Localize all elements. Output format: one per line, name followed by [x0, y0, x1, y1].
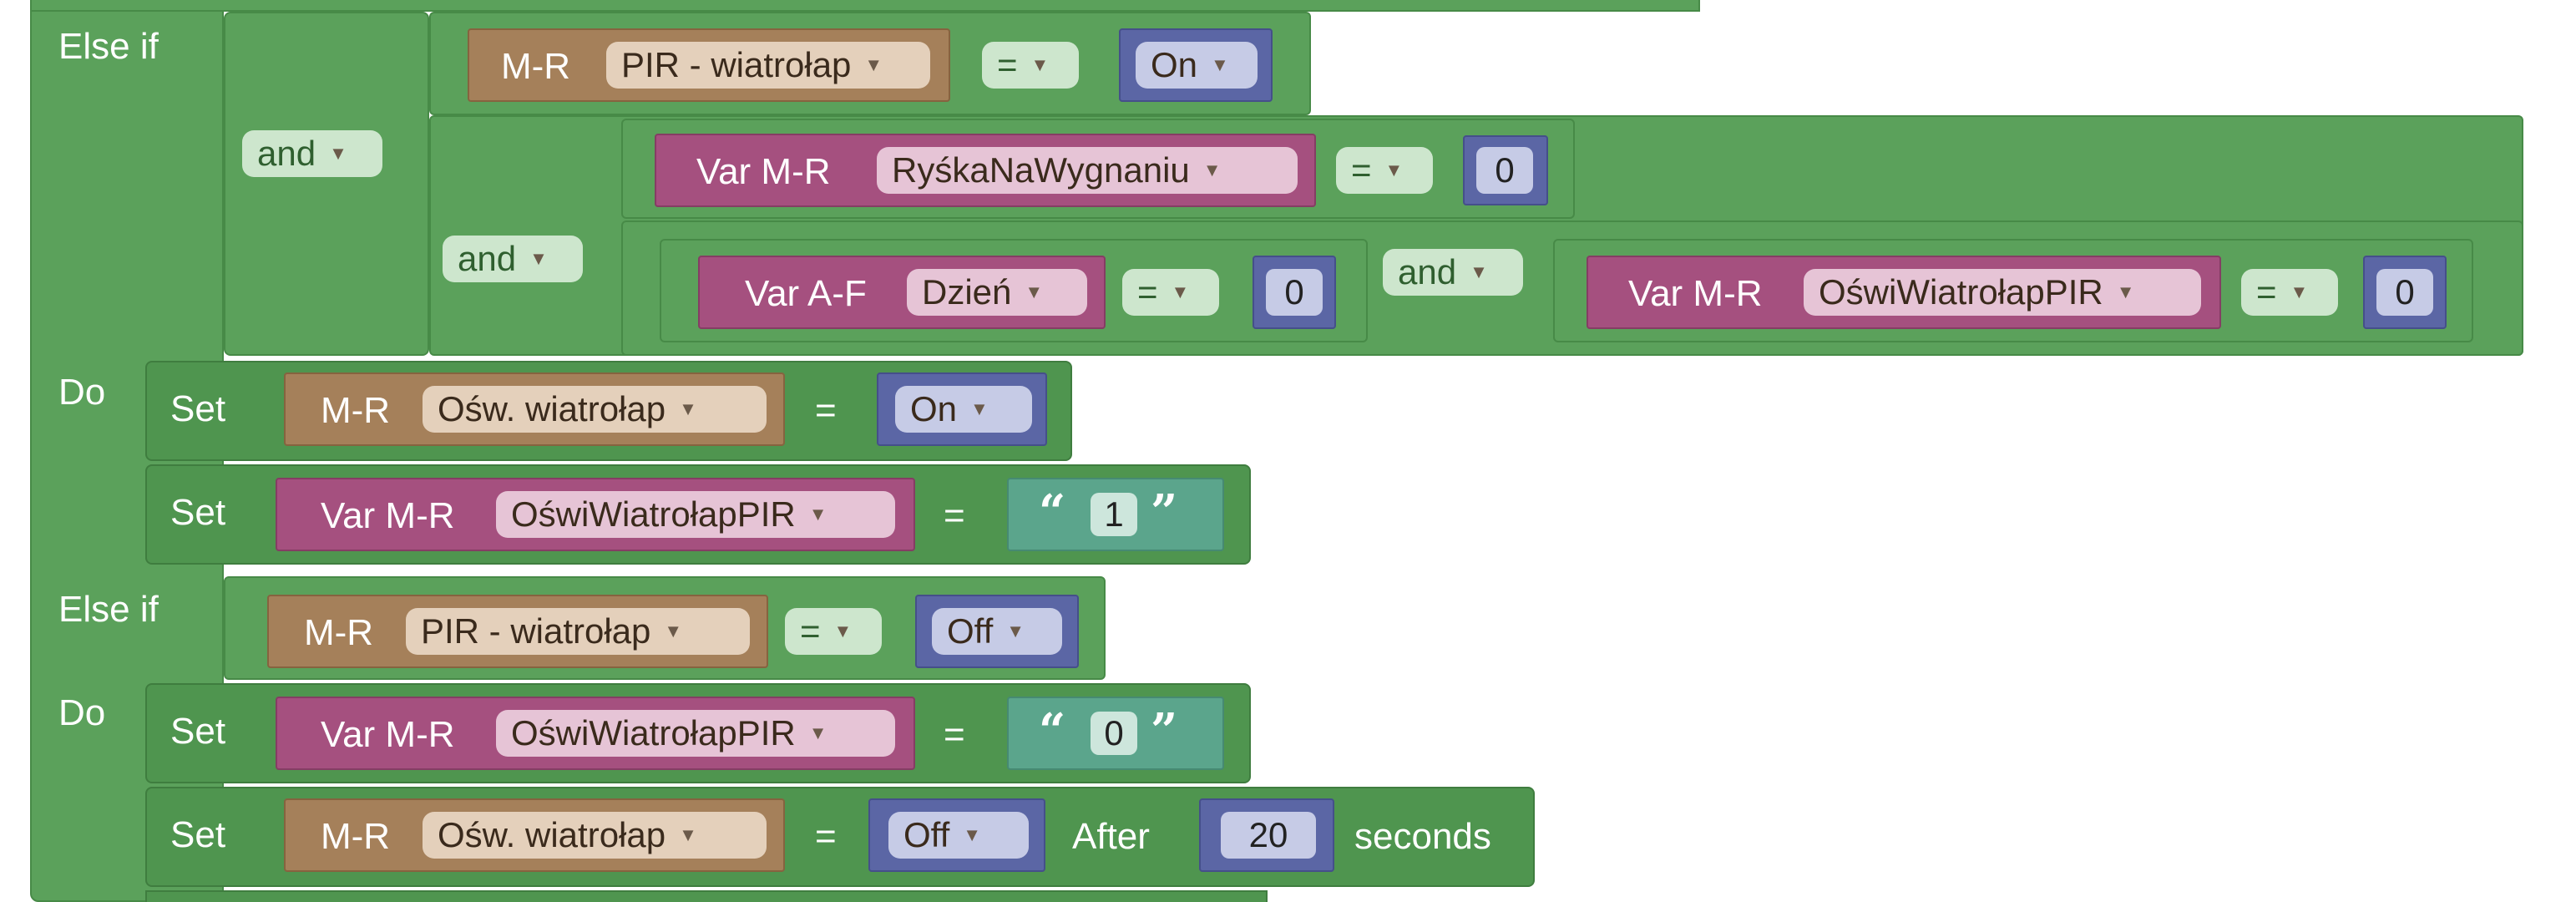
device-dropdown-osw-1[interactable]: Ośw. wiatrołap ▼	[423, 386, 767, 433]
operator-dropdown-pir[interactable]: = ▼	[982, 42, 1079, 89]
number-value-delay[interactable]: 20	[1221, 812, 1316, 859]
device-dropdown-osw-2-text: Ośw. wiatrołap	[438, 815, 666, 854]
equals-label-3: =	[944, 714, 965, 755]
device-block-osw-2-label: M-R	[321, 816, 391, 857]
text-value-2[interactable]: 0	[1091, 712, 1137, 755]
else-if-label-1: Else if	[58, 26, 159, 67]
caret-down-icon: ▼	[864, 54, 883, 75]
caret-down-icon: ▼	[833, 621, 853, 641]
caret-down-icon: ▼	[970, 398, 989, 419]
variable-dropdown-osw-text: OświWiatrołapPIR	[1819, 272, 2103, 312]
else-if-label-2: Else if	[58, 589, 159, 630]
caret-down-icon: ▼	[1470, 261, 1488, 282]
and-dropdown-row-label: and	[1398, 252, 1457, 291]
device-dropdown-pir[interactable]: PIR - wiatrołap ▼	[606, 42, 930, 89]
operator-dropdown-rys-text: =	[1351, 150, 1372, 190]
and-dropdown-inner-label: and	[458, 239, 517, 278]
next-statement-stub	[145, 890, 1268, 902]
do-label-1: Do	[58, 372, 106, 413]
number-value-dzien[interactable]: 0	[1266, 269, 1323, 316]
do-label-2: Do	[58, 692, 106, 733]
device-dropdown-osw-2[interactable]: Ośw. wiatrołap ▼	[423, 812, 767, 859]
seconds-label: seconds	[1354, 816, 1491, 857]
and-dropdown-inner[interactable]: and ▼	[443, 236, 583, 282]
device-block-pir-2-label: M-R	[304, 612, 374, 653]
operator-dropdown-pir-text: =	[997, 45, 1018, 84]
and-dropdown-outer-label: and	[257, 134, 316, 173]
variable-block-rys-label: Var M-R	[696, 151, 831, 192]
caret-down-icon: ▼	[529, 248, 548, 269]
and-dropdown-outer[interactable]: and ▼	[242, 130, 382, 177]
equals-label-4: =	[815, 816, 837, 857]
operator-dropdown-dzien[interactable]: = ▼	[1122, 269, 1219, 316]
operator-dropdown-dzien-text: =	[1137, 272, 1158, 312]
equals-label-1: =	[815, 390, 837, 431]
and-block-outer[interactable]	[224, 12, 429, 356]
variable-dropdown-set-2[interactable]: OświWiatrołapPIR ▼	[496, 491, 895, 538]
caret-down-icon: ▼	[1030, 54, 1050, 75]
value-dropdown-pir[interactable]: On ▼	[1136, 42, 1258, 89]
close-quote-icon: ”	[1151, 703, 1178, 758]
variable-dropdown-dzien[interactable]: Dzień ▼	[907, 269, 1087, 316]
variable-dropdown-rys[interactable]: RyśkaNaWygnaniu ▼	[877, 147, 1298, 194]
set-label-2: Set	[170, 492, 226, 533]
caret-down-icon: ▼	[679, 398, 697, 419]
caret-down-icon: ▼	[2116, 281, 2135, 302]
variable-block-dzien-label: Var A-F	[745, 273, 867, 314]
close-quote-icon: ”	[1151, 484, 1178, 540]
and-dropdown-row[interactable]: and ▼	[1383, 249, 1523, 296]
value-dropdown-on[interactable]: On ▼	[895, 386, 1032, 433]
value-dropdown-off-2-text: Off	[903, 815, 950, 854]
value-dropdown-off[interactable]: Off ▼	[932, 608, 1062, 655]
variable-block-set-3-label: Var M-R	[321, 714, 455, 755]
caret-down-icon: ▼	[664, 621, 683, 641]
variable-dropdown-set-3[interactable]: OświWiatrołapPIR ▼	[496, 710, 895, 757]
value-dropdown-pir-text: On	[1151, 45, 1198, 84]
caret-down-icon: ▼	[1211, 54, 1229, 75]
operator-dropdown-pir-2[interactable]: = ▼	[785, 608, 882, 655]
caret-down-icon: ▼	[679, 824, 697, 845]
operator-dropdown-pir-2-text: =	[800, 611, 821, 651]
equals-label-2: =	[944, 495, 965, 536]
device-dropdown-pir-2[interactable]: PIR - wiatrołap ▼	[406, 608, 750, 655]
caret-down-icon: ▼	[808, 504, 827, 524]
variable-dropdown-dzien-text: Dzień	[922, 272, 1012, 312]
value-dropdown-on-text: On	[910, 389, 958, 428]
caret-down-icon: ▼	[963, 824, 982, 845]
set-label-3: Set	[170, 711, 226, 752]
operator-dropdown-osw-text: =	[2256, 272, 2277, 312]
device-dropdown-pir-text: PIR - wiatrołap	[621, 45, 852, 84]
number-value-rys[interactable]: 0	[1476, 147, 1533, 194]
device-dropdown-osw-1-text: Ośw. wiatrołap	[438, 389, 666, 428]
caret-down-icon: ▼	[808, 722, 827, 743]
after-label: After	[1072, 816, 1150, 857]
caret-down-icon: ▼	[1171, 281, 1190, 302]
variable-block-osw-label: Var M-R	[1628, 273, 1763, 314]
caret-down-icon: ▼	[2290, 281, 2309, 302]
variable-dropdown-rys-text: RyśkaNaWygnaniu	[892, 150, 1190, 190]
set-label-1: Set	[170, 388, 226, 429]
open-quote-icon: “	[1039, 703, 1066, 758]
variable-dropdown-set-2-text: OświWiatrołapPIR	[511, 494, 796, 534]
value-dropdown-off-2[interactable]: Off ▼	[888, 812, 1029, 859]
caret-down-icon: ▼	[1025, 281, 1044, 302]
caret-down-icon: ▼	[1384, 160, 1404, 180]
caret-down-icon: ▼	[1202, 160, 1222, 180]
value-dropdown-off-text: Off	[947, 611, 994, 651]
variable-dropdown-osw[interactable]: OświWiatrołapPIR ▼	[1804, 269, 2201, 316]
device-dropdown-pir-2-text: PIR - wiatrołap	[421, 611, 651, 651]
if-block-top-strip	[30, 0, 1700, 12]
caret-down-icon: ▼	[329, 143, 347, 164]
number-value-osw[interactable]: 0	[2376, 269, 2433, 316]
operator-dropdown-rys[interactable]: = ▼	[1336, 147, 1433, 194]
device-block-osw-1-label: M-R	[321, 390, 391, 431]
text-value-1[interactable]: 1	[1091, 493, 1137, 536]
variable-block-set-2-label: Var M-R	[321, 495, 455, 536]
set-label-4: Set	[170, 814, 226, 855]
device-block-pir-label: M-R	[501, 46, 571, 87]
operator-dropdown-osw[interactable]: = ▼	[2241, 269, 2338, 316]
caret-down-icon: ▼	[1006, 621, 1025, 641]
open-quote-icon: “	[1039, 484, 1066, 540]
variable-dropdown-set-3-text: OświWiatrołapPIR	[511, 713, 796, 753]
